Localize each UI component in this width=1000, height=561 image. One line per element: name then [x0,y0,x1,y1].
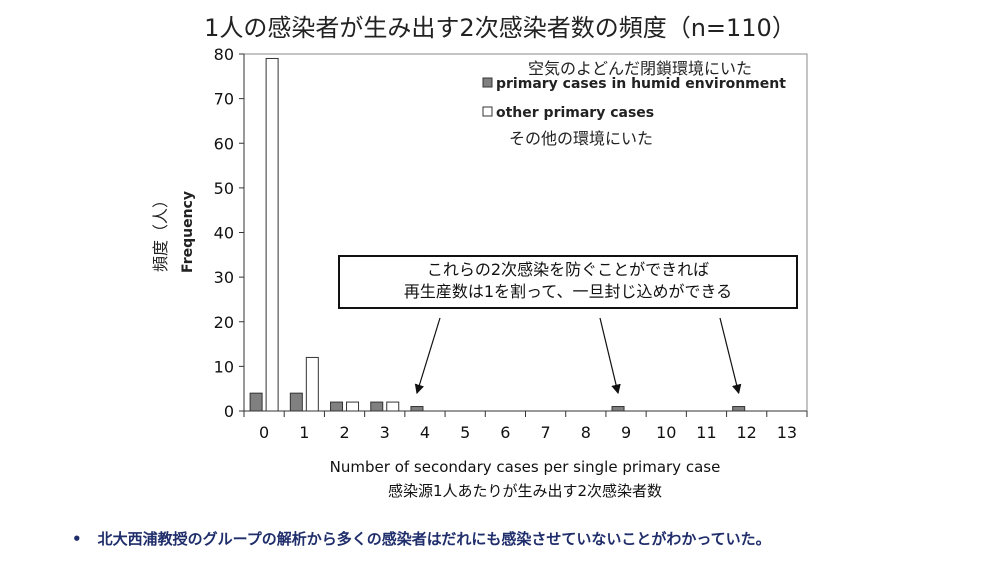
legend-ja-other: その他の環境にいた [509,129,653,148]
y-tick-label: 50 [214,179,234,198]
x-tick-label: 4 [420,423,430,442]
x-tick-label: 0 [259,423,269,442]
x-tick-label: 7 [541,423,551,442]
bar-humid-4 [410,406,424,412]
bar-humid-2 [330,401,344,412]
y-tick-label: 30 [214,268,234,287]
legend-swatch-humid [482,77,493,88]
x-tick-label: 11 [696,423,716,442]
bar-humid-9 [611,406,625,412]
x-tick-label: 2 [339,423,349,442]
annotation-line-1: これらの2次感染を防ぐことができれば [426,260,710,279]
x-axis-label-ja: 感染源1人あたりが生み出す2次感染者数 [387,482,663,500]
y-axis-label: Frequency [180,191,196,273]
legend-label-humid: primary cases in humid environment [496,76,786,92]
annotation-arrow [414,317,441,395]
annotation-box: これらの2次感染を防ぐことができれば 再生産数は1を割って、一旦封じ込めができる [338,255,798,309]
x-tick-label: 1 [299,423,309,442]
x-tick-label: 5 [460,423,470,442]
bar-humid-0 [249,392,263,412]
legend-swatch-other [482,106,493,117]
x-tick-label: 8 [581,423,591,442]
y-tick-label: 10 [214,357,234,376]
annotation-line-2: 再生産数は1を割って、一旦封じ込めができる [403,282,733,301]
legend-ja-humid: 空気のよどんだ閉鎖環境にいた [528,59,752,78]
x-tick-label: 12 [736,423,756,442]
bar-other-0 [265,57,279,412]
x-tick-label: 6 [500,423,510,442]
y-tick-label: 70 [214,90,234,109]
x-tick-label: 9 [621,423,631,442]
y-tick-label: 40 [214,224,234,243]
bar-other-1 [305,356,319,412]
footer-note: • 北大西浦教授のグループの解析から多くの感染者はだれにも感染させていないことがわ… [72,528,771,549]
annotation-arrow [599,317,621,395]
bar-humid-1 [289,392,303,412]
bar-other-3 [386,401,400,412]
bullet-icon: • [72,530,82,548]
chart-title: 1人の感染者が生み出す2次感染者数の頻度（n=110） [204,14,796,42]
x-tick-label: 3 [380,423,390,442]
x-axis-label: Number of secondary cases per single pri… [329,458,721,476]
y-tick-label: 0 [224,402,234,421]
x-tick-label: 13 [777,423,797,442]
footer-text: 北大西浦教授のグループの解析から多くの感染者はだれにも感染させていないことがわか… [97,530,771,548]
y-tick-label: 60 [214,134,234,153]
bar-other-2 [346,401,360,412]
annotation-arrow [719,317,742,395]
bar-humid-3 [370,401,384,412]
y-tick-label: 20 [214,313,234,332]
bar-humid-12 [732,406,746,412]
y-tick-label: 80 [214,45,234,64]
x-tick-label: 10 [656,423,676,442]
legend-label-other: other primary cases [496,105,654,121]
y-axis-label-ja: 頻度（人） [151,192,170,272]
